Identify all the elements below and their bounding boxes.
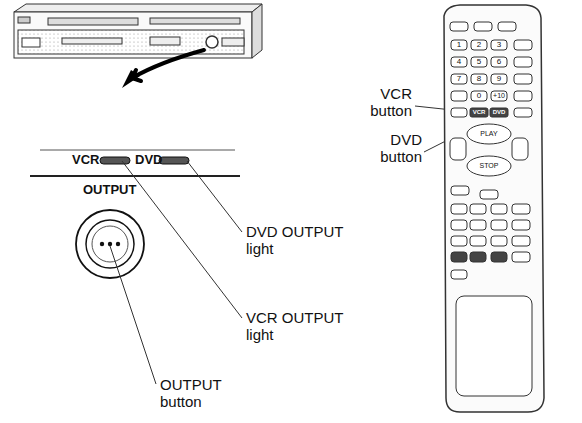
panel-label: VCR	[72, 153, 99, 168]
button-label: 8	[477, 75, 481, 84]
callout-label: DVD button	[362, 132, 422, 166]
callout-label: DVD OUTPUT light	[246, 224, 356, 258]
button-label: 6	[497, 58, 501, 67]
panel-label: DVD	[135, 153, 162, 168]
button-label: 9	[497, 75, 501, 84]
callout-label: VCR OUTPUT light	[246, 310, 356, 344]
button-label: 0	[477, 92, 481, 101]
button-label: 2	[477, 41, 481, 50]
button-label: 4	[457, 58, 461, 67]
remote-control	[444, 5, 544, 412]
dvd-vcr-unit	[14, 4, 262, 58]
button-label: +10	[493, 92, 505, 100]
button-label: PLAY	[480, 130, 497, 138]
output-panel	[30, 150, 240, 278]
callout-label: VCR button	[352, 86, 412, 120]
callout-label: OUTPUT button	[160, 377, 250, 411]
panel-label: OUTPUT	[83, 183, 136, 198]
button-label: 7	[457, 75, 461, 84]
button-label: VCR	[473, 109, 486, 116]
button-label: 3	[497, 41, 501, 50]
button-label: DVD	[493, 109, 506, 116]
button-label: 1	[457, 41, 461, 50]
button-label: 5	[477, 58, 481, 67]
button-label: STOP	[480, 162, 499, 170]
leader-lines	[110, 106, 493, 384]
